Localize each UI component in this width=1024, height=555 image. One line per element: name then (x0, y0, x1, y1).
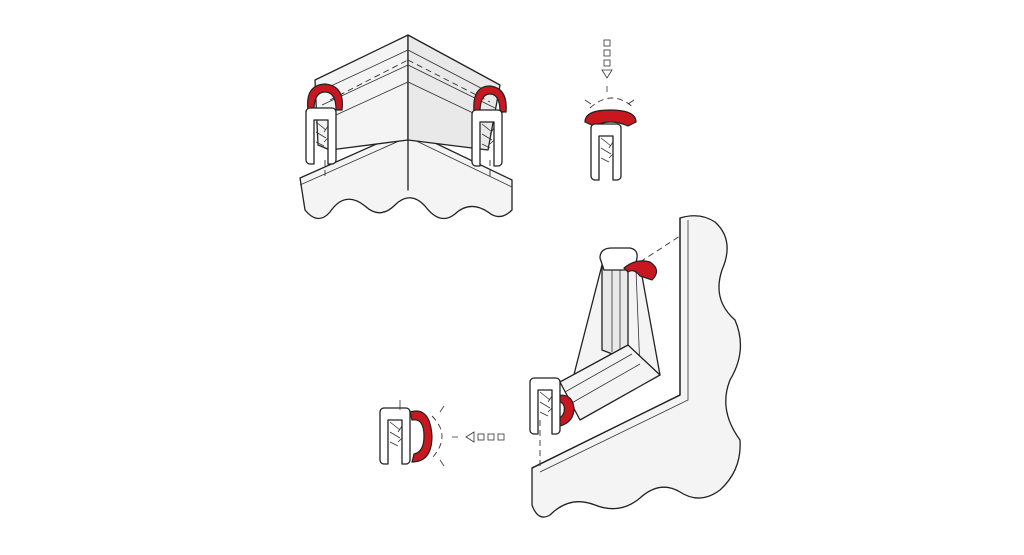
profile-section-corner (529, 377, 561, 435)
corner-horizontal-assembly (299, 34, 513, 220)
arrow-down-icon (601, 39, 613, 79)
profile-side-insertion (379, 400, 505, 467)
edge-profile-left-arm (314, 34, 409, 151)
corner-vertical-assembly (529, 215, 742, 518)
seal-bulb-top (584, 109, 637, 127)
profile-top-insertion (584, 39, 637, 181)
profile-section-side (379, 407, 411, 465)
seal-bulb-side (409, 410, 433, 463)
profile-section-top (590, 123, 622, 181)
arrow-left-icon (465, 431, 505, 443)
panel-sheet (299, 129, 513, 220)
seal-bulb-vertical (623, 260, 658, 281)
